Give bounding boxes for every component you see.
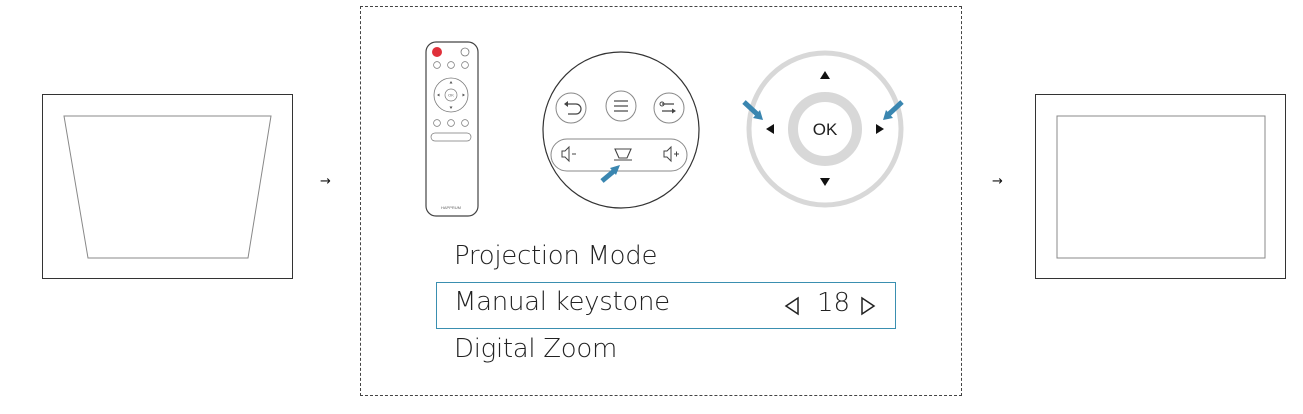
- down-arrow-icon: [820, 178, 830, 186]
- pointer-arrow-left-icon: [742, 100, 763, 120]
- before-screen-frame: [42, 94, 293, 279]
- remote-buttons-zoom: [542, 51, 700, 209]
- after-screen-frame: [1035, 94, 1286, 279]
- increase-right-icon[interactable]: [861, 296, 876, 316]
- pointer-arrow-keystone-icon: [600, 165, 620, 183]
- dpad-zoom: OK: [742, 50, 904, 208]
- step-arrow-1: →: [320, 174, 331, 189]
- up-arrow-icon: [820, 71, 830, 79]
- instruction-panel: OK HAPPRUM: [360, 6, 962, 396]
- remote-brand: HAPPRUM: [441, 205, 461, 210]
- keystone-icon: [614, 148, 632, 161]
- step-arrow-2: →: [992, 174, 1003, 189]
- menu-item-manual-keystone-label: Manual keystone: [454, 287, 670, 317]
- source-button-icon: [653, 92, 685, 124]
- remote-ok-label: OK: [448, 93, 454, 98]
- pointer-arrow-right-icon: [883, 100, 904, 120]
- menu-button-icon: [605, 90, 637, 122]
- left-arrow-icon: [766, 124, 774, 134]
- menu-item-digital-zoom[interactable]: Digital Zoom: [454, 334, 618, 364]
- ok-button: [788, 92, 862, 166]
- right-arrow-icon: [876, 124, 884, 134]
- volume-down-icon: [561, 145, 576, 163]
- menu-item-projection-mode[interactable]: Projection Mode: [454, 241, 658, 271]
- remote-control: OK HAPPRUM: [425, 41, 479, 217]
- menu-item-manual-keystone[interactable]: Manual keystone 18: [436, 282, 896, 329]
- decrease-left-icon[interactable]: [784, 296, 799, 316]
- keystone-corrected-rectangle: [1056, 115, 1266, 259]
- power-icon: [432, 47, 442, 57]
- keystone-value: 18: [817, 288, 851, 318]
- dpad-ok-label: OK: [813, 120, 838, 139]
- volume-up-icon: [663, 145, 679, 163]
- keystone-distorted-trapezoid: [63, 115, 272, 259]
- back-button-icon: [555, 92, 587, 124]
